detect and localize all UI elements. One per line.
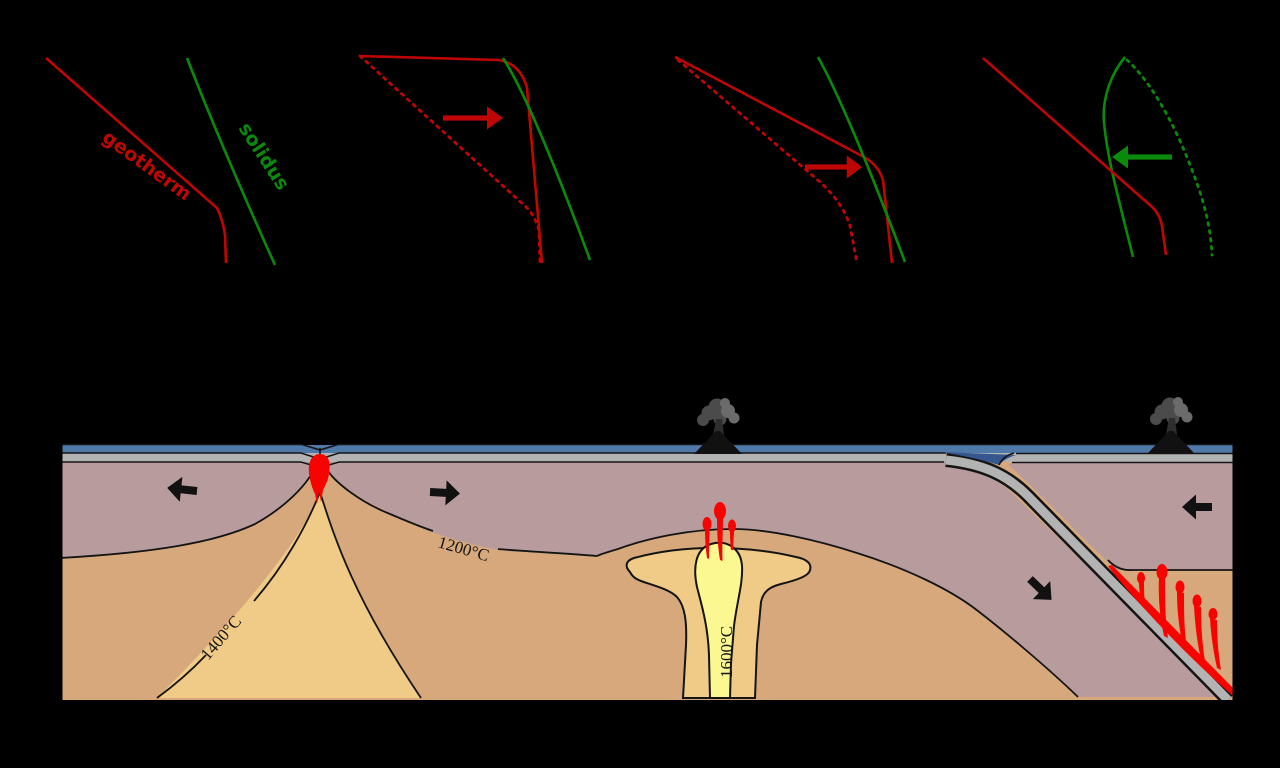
solidus-curve — [501, 57, 592, 261]
original-geotherm-dotted — [676, 58, 859, 265]
heated-geotherm-curve — [674, 55, 894, 264]
lithosphere-right — [1008, 463, 1234, 570]
trench-water — [941, 452, 1016, 465]
flux-melt-fingers — [1108, 564, 1233, 696]
hotspot-volcano — [694, 398, 742, 454]
solidus-curve — [816, 56, 907, 263]
mid-ocean-ridge-magma — [308, 454, 330, 504]
geotherm-label: geotherm — [98, 126, 195, 205]
solidus-label: solidus — [234, 119, 294, 195]
eruption-cloud — [1150, 397, 1193, 435]
oceanic-crust-layer — [60, 453, 1236, 462]
overriding-crust-tip — [998, 452, 1015, 466]
eruption-cloud — [697, 398, 740, 436]
mantle-wedge-line — [1107, 559, 1234, 571]
pt-panel-2 — [358, 54, 592, 265]
subduction-slab — [945, 453, 1233, 705]
lithosphere-left — [60, 462, 1222, 697]
cross-section: 1200°C 1400°C 1600°C — [57, 397, 1238, 768]
original-geotherm-dotted — [358, 54, 542, 265]
pt-panel-1: geotherm solidus — [45, 57, 294, 266]
volcano-cone — [1148, 431, 1194, 453]
ridge-geotherm-curve — [359, 54, 544, 264]
geotherm-curve — [45, 57, 228, 264]
plume-magma-droplets — [702, 502, 736, 561]
isotherm-1200-line — [59, 467, 1079, 698]
isotherm-1400-region — [157, 492, 421, 698]
solidus-curve — [185, 57, 277, 266]
arc-volcano — [1148, 397, 1194, 453]
solidus-shift-arrow — [1112, 145, 1172, 169]
pt-panel-4 — [982, 56, 1214, 258]
plume-core-region — [694, 541, 744, 699]
wet-solidus-curve — [1102, 56, 1135, 258]
section-border — [57, 444, 1238, 768]
dry-solidus-dotted — [1125, 58, 1214, 257]
ocean-layer — [60, 445, 1236, 453]
geotherm-curve — [982, 57, 1168, 256]
pt-panel-3 — [674, 55, 907, 265]
volcano-cone — [694, 431, 742, 454]
temperature-increase-arrow — [443, 106, 503, 130]
isotherm-label-1600: 1600°C — [717, 626, 736, 678]
isotherm-1400-line — [156, 491, 422, 699]
